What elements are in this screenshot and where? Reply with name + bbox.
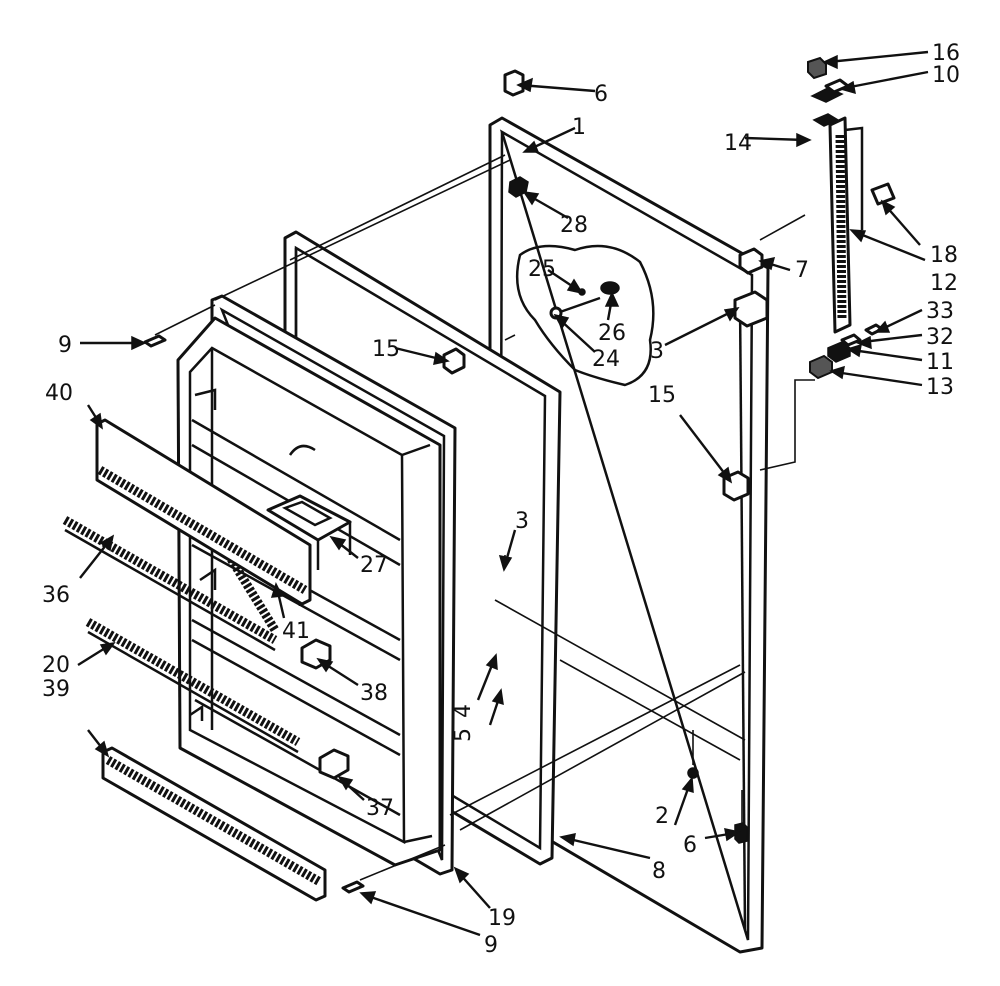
shelf-rail-part-36 — [62, 516, 278, 652]
callout-37: 37 — [366, 796, 394, 821]
callout-25: 25 — [528, 257, 556, 282]
callout-32: 32 — [926, 325, 954, 350]
callout-39: 39 — [42, 677, 70, 702]
callout-3-bottom: 3 — [515, 509, 529, 534]
door-handle-part-12 — [828, 116, 896, 334]
washer-part-2 — [687, 767, 699, 779]
callout-36: 36 — [42, 583, 70, 608]
callout-4: 4 — [451, 704, 476, 718]
button-part-37 — [318, 748, 350, 780]
hinge-bracket-part-3-top — [733, 290, 769, 328]
screw-part-9-top — [143, 334, 167, 348]
callout-14: 14 — [724, 131, 752, 156]
shelf-part-40 — [95, 418, 312, 606]
cutaway-detail — [515, 244, 655, 387]
callout-26: 26 — [598, 321, 626, 346]
handle-hardware — [759, 56, 884, 471]
callout-24: 24 — [592, 347, 620, 372]
screw-part-16 — [807, 56, 827, 80]
callout-40: 40 — [45, 381, 73, 406]
callout-1: 1 — [572, 115, 586, 140]
callout-6-top: 6 — [594, 82, 608, 107]
callout-12: 12 — [930, 271, 958, 296]
washer-part-11 — [827, 341, 851, 363]
callout-10: 10 — [932, 63, 960, 88]
callout-20: 20 — [42, 653, 70, 678]
callout-16: 16 — [932, 41, 960, 66]
callout-28: 28 — [560, 213, 588, 238]
plug-part-15-left — [442, 347, 466, 375]
callout-11: 11 — [926, 350, 954, 375]
callout-33: 33 — [926, 299, 954, 324]
callout-3-top: 3 — [650, 339, 664, 364]
screw-part-6-top — [503, 69, 525, 97]
callout-41: 41 — [282, 619, 310, 644]
callout-5: 5 — [451, 728, 476, 742]
callout-27: 27 — [360, 553, 388, 578]
spacer-part-32 — [840, 333, 862, 347]
callout-labels: 6 1 28 25 26 24 7 3 15 15 3 4 5 2 6 8 19… — [42, 41, 960, 958]
callout-13: 13 — [926, 375, 954, 400]
callout-9-bottom: 9 — [484, 933, 498, 958]
callout-38: 38 — [360, 681, 388, 706]
callout-9-top: 9 — [58, 333, 72, 358]
shelf-rail-part-20 — [85, 618, 301, 754]
callout-2: 2 — [655, 804, 669, 829]
spring-part-26 — [600, 281, 620, 295]
callout-15-right: 15 — [648, 383, 676, 408]
washer-part-14 — [812, 113, 840, 127]
screw-part-9-bottom — [341, 880, 365, 894]
screw-part-6-bottom — [734, 822, 748, 844]
bushing-part-7 — [738, 247, 764, 275]
callout-8: 8 — [652, 859, 666, 884]
callout-7: 7 — [795, 258, 809, 283]
shelf-part-39 — [101, 746, 327, 902]
bracket-part-13 — [809, 354, 833, 380]
callout-19: 19 — [488, 906, 516, 931]
cap-part-18 — [870, 182, 896, 206]
callout-15-left: 15 — [372, 337, 400, 362]
callout-18: 18 — [930, 243, 958, 268]
leader-lines — [77, 50, 929, 937]
callout-6-bottom: 6 — [683, 833, 697, 858]
